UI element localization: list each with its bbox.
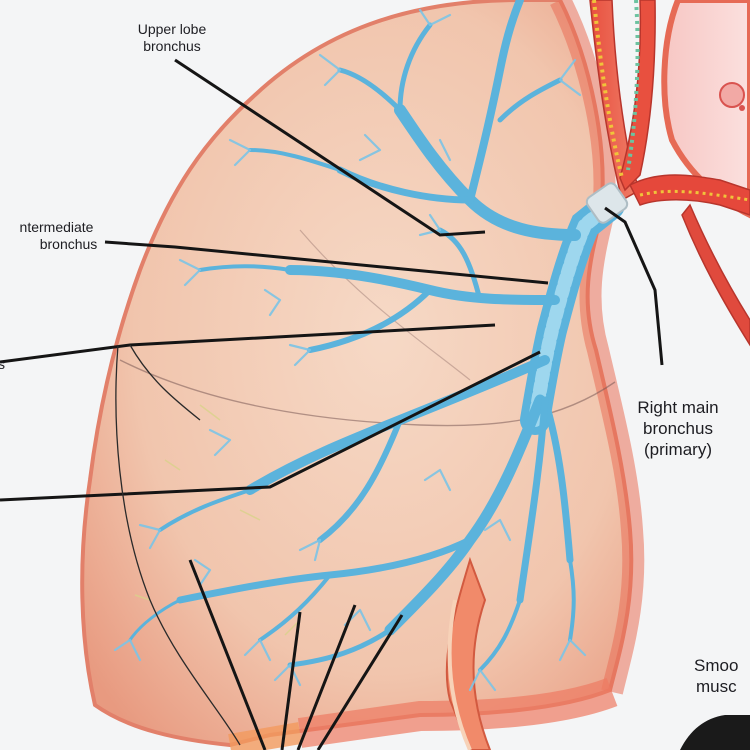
smooth-muscle-illustration [680, 715, 750, 750]
label-smooth-muscle: Smoo musc [694, 655, 750, 697]
label-right-main-line2: bronchus [622, 418, 734, 439]
label-smooth-line1: Smoo [694, 655, 750, 676]
label-intermediate-line2: bronchus [0, 236, 119, 253]
label-right-main-line1: Right main [622, 397, 734, 418]
label-upper-lobe-bronchus: Upper lobe bronchus [112, 21, 232, 55]
label-intermediate-line1: ntermediate [0, 219, 119, 236]
label-smooth-line2: musc [694, 676, 750, 697]
leader-line-right-main [605, 208, 662, 365]
label-right-main-bronchus: Right main bronchus (primary) [622, 397, 734, 460]
label-partial-s: s [0, 356, 12, 373]
label-intermediate-bronchus: ntermediate bronchus [0, 219, 119, 253]
label-upper-lobe-line1: Upper lobe [112, 21, 232, 38]
label-right-main-line3: (primary) [622, 439, 734, 460]
label-upper-lobe-line2: bronchus [112, 38, 232, 55]
